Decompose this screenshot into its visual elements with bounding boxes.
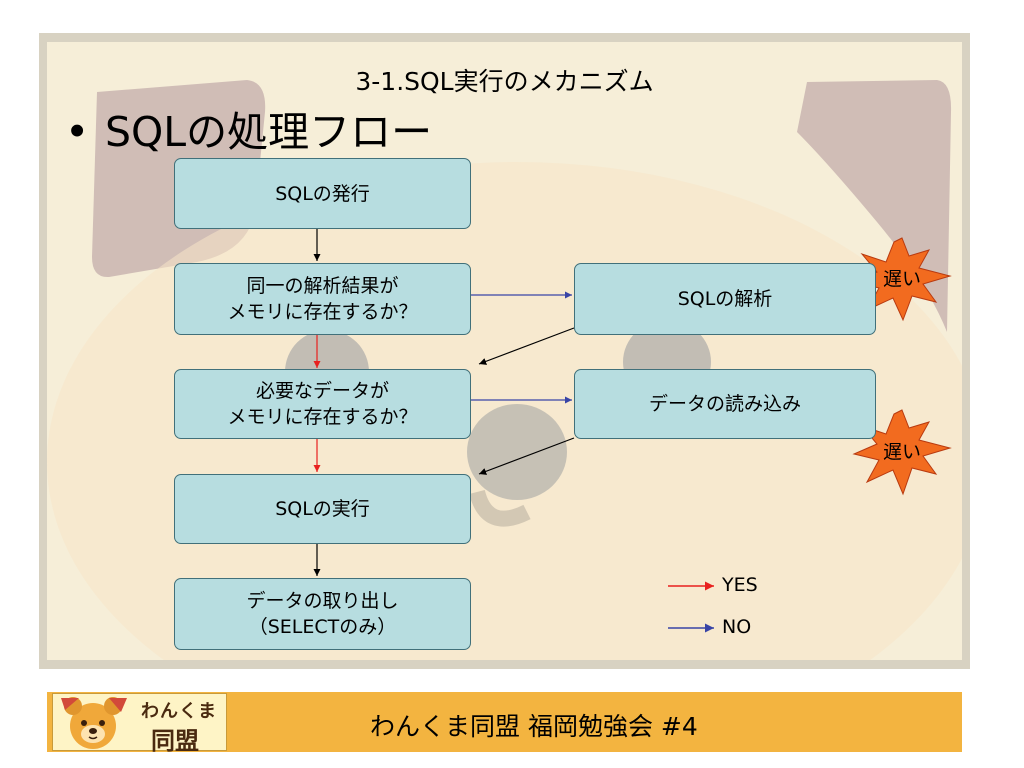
slide-heading: • SQLの処理フロー: [65, 98, 432, 158]
bear-face-icon: [61, 697, 127, 749]
legend-yes-label: YES: [722, 574, 758, 596]
footer-logo: わんくま 同盟: [52, 693, 227, 755]
logo-text-top: わんくま: [141, 701, 217, 722]
step-sql-execute: SQLの実行: [174, 474, 471, 544]
logo-text-bottom: 同盟: [151, 727, 199, 755]
slow-label-1: 遅い: [883, 268, 922, 290]
slow-burst-1: [852, 237, 952, 322]
slide: 3-1.SQL実行のメカニズム • SQLの処理フロー SQLの発行 同一の解析結…: [47, 42, 962, 660]
step-data-read: データの読み込み: [574, 369, 876, 439]
slow-label-2: 遅い: [883, 441, 922, 463]
footer-text: わんくま同盟 福岡勉強会 #4: [370, 712, 698, 741]
arrow-parse-back: [478, 327, 575, 365]
heading-text: SQLの処理フロー: [105, 108, 433, 156]
step-sql-issue: SQLの発行: [174, 158, 471, 229]
legend-no-label: NO: [722, 616, 752, 638]
step-data-fetch: データの取り出し （SELECTのみ）: [174, 578, 471, 650]
slide-title: 3-1.SQL実行のメカニズム: [355, 67, 654, 96]
step-check-data-cache: 必要なデータが メモリに存在するか？: [174, 369, 471, 439]
step-sql-parse: SQLの解析: [574, 263, 876, 335]
bullet-point: •: [65, 108, 90, 156]
step-check-parse-cache: 同一の解析結果が メモリに存在するか？: [174, 263, 471, 335]
arrow-read-back: [478, 437, 575, 475]
flow-connectors: [313, 229, 952, 633]
